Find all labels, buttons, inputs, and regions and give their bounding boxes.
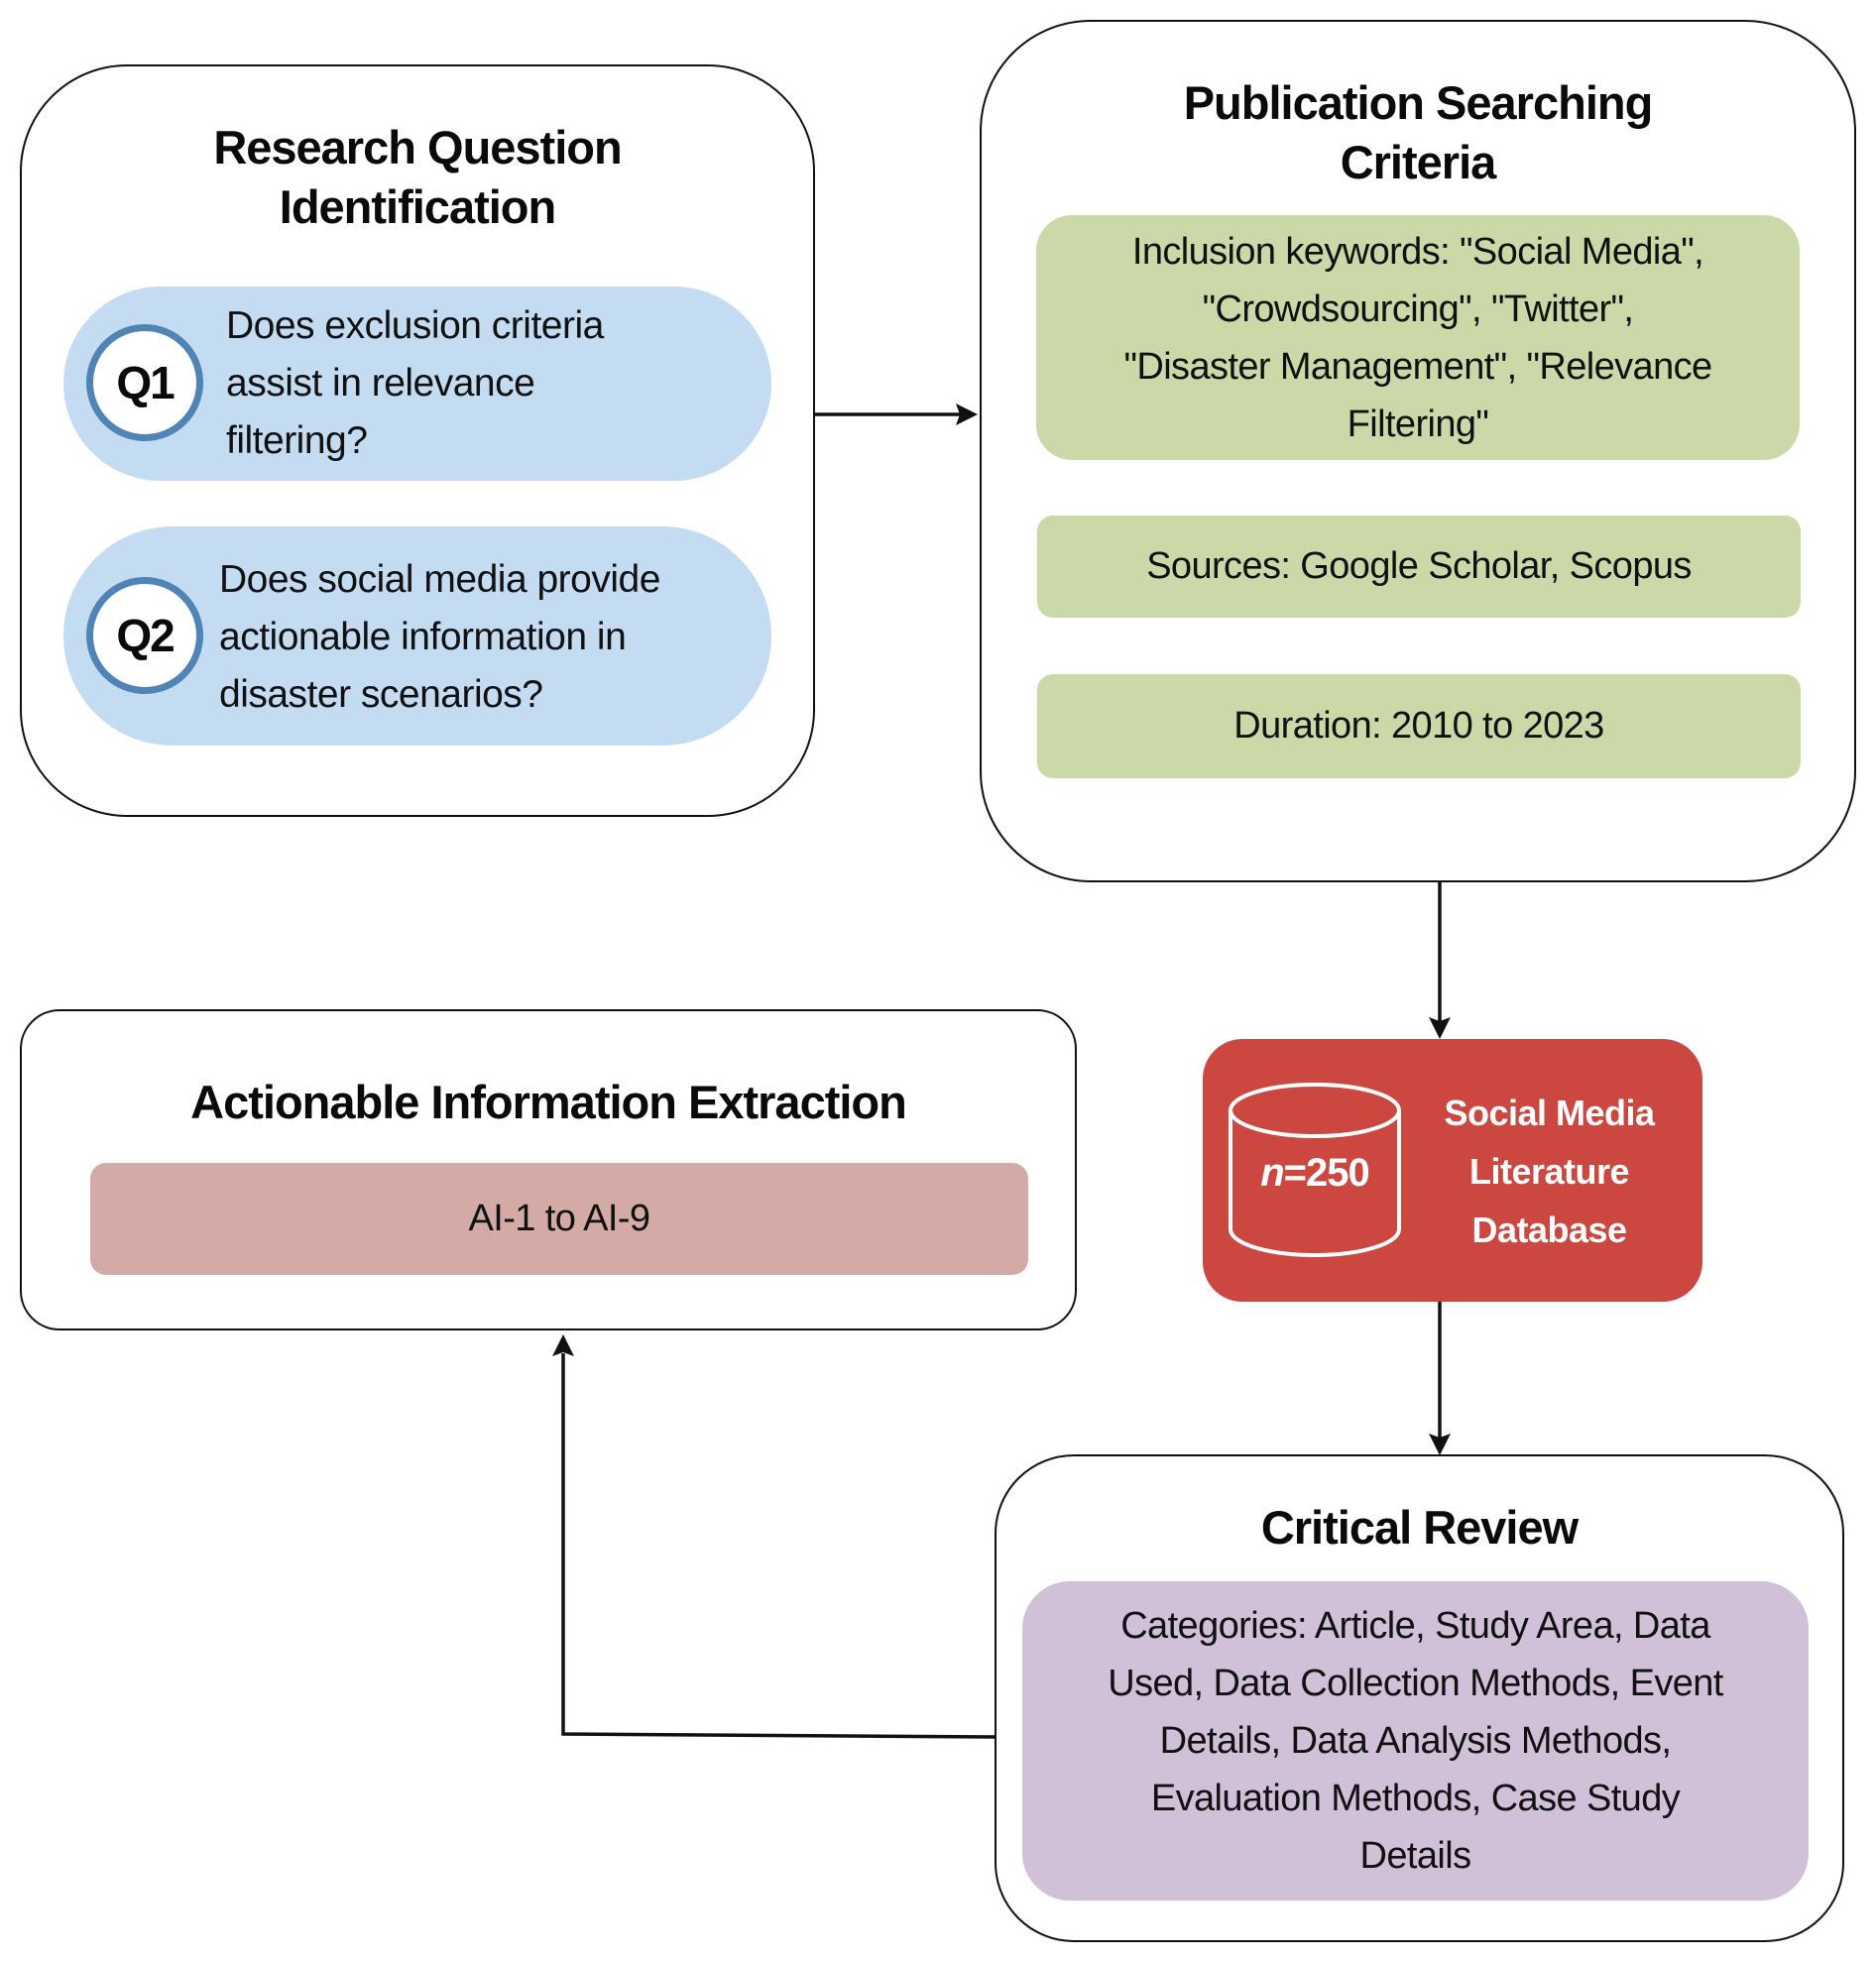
criteria-keywords: Inclusion keywords: "Social Media", "Cro… [1036,215,1800,460]
text-line: Details [1359,1835,1472,1877]
research-question-title: Research Question Identification [22,118,813,237]
text-line: filtering? [226,419,368,462]
database-title: Social Media Literature Database [1408,1084,1691,1259]
database-cylinder-icon [1229,1083,1401,1257]
count-value: =250 [1283,1151,1370,1195]
title-line: Identification [279,180,556,233]
text-line: assist in relevance [226,362,535,404]
title-line: Publication Searching [1183,76,1654,129]
publication-search-title: Publication Searching Criteria [982,73,1854,192]
q1-badge: Q1 [86,324,203,441]
text-line: Duration: 2010 to 2023 [1233,705,1604,747]
count-variable: n [1260,1151,1284,1195]
text-line: Social Media [1444,1093,1655,1133]
text-line: Filtering" [1347,403,1489,445]
literature-database-box [1203,1039,1702,1302]
database-count: n=250 [1230,1145,1400,1201]
question-text-q1: Does exclusion criteria assist in releva… [226,297,604,470]
text-line: Evaluation Methods, Case Study [1150,1778,1681,1819]
criteria-duration: Duration: 2010 to 2023 [1037,674,1801,778]
title-line: Criteria [1340,136,1497,188]
criteria-sources: Sources: Google Scholar, Scopus [1037,516,1801,618]
critical-review-title: Critical Review [1260,1501,1579,1554]
title-line: Research Question [213,121,622,173]
text-line: Details, Data Analysis Methods, [1159,1720,1672,1762]
text-line: Inclusion keywords: "Social Media", [1131,230,1704,273]
text-line: Does exclusion criteria [226,304,604,347]
arrow-review-to-extraction [552,1334,996,1739]
text-line: actionable information in [219,616,627,658]
question-text-q2: Does social media provide actionable inf… [219,551,660,724]
review-categories-chip: Categories: Article, Study Area, Data Us… [1022,1581,1809,1901]
q2-badge: Q2 [86,577,203,694]
text-line: Database [1471,1210,1627,1250]
text-line: Categories: Article, Study Area, Data [1120,1605,1710,1647]
text-line: "Crowdsourcing", "Twitter", [1202,288,1634,330]
extraction-box: Actionable Information Extraction [20,1009,1077,1330]
text-line: Literature [1468,1151,1630,1192]
text-line: Sources: Google Scholar, Scopus [1146,545,1692,587]
arrow-research-to-search [815,404,978,425]
extraction-chip: AI-1 to AI-9 [90,1163,1028,1275]
arrow-search-to-database [1429,882,1451,1039]
extraction-title: Actionable Information Extraction [190,1076,907,1128]
text-line: AI-1 to AI-9 [468,1198,651,1239]
text-line: disaster scenarios? [219,673,543,716]
arrow-database-to-review [1429,1302,1451,1455]
text-line: "Disaster Management", "Relevance [1123,345,1712,388]
text-line: Does social media provide [219,558,660,601]
text-line: Used, Data Collection Methods, Event [1108,1663,1723,1704]
